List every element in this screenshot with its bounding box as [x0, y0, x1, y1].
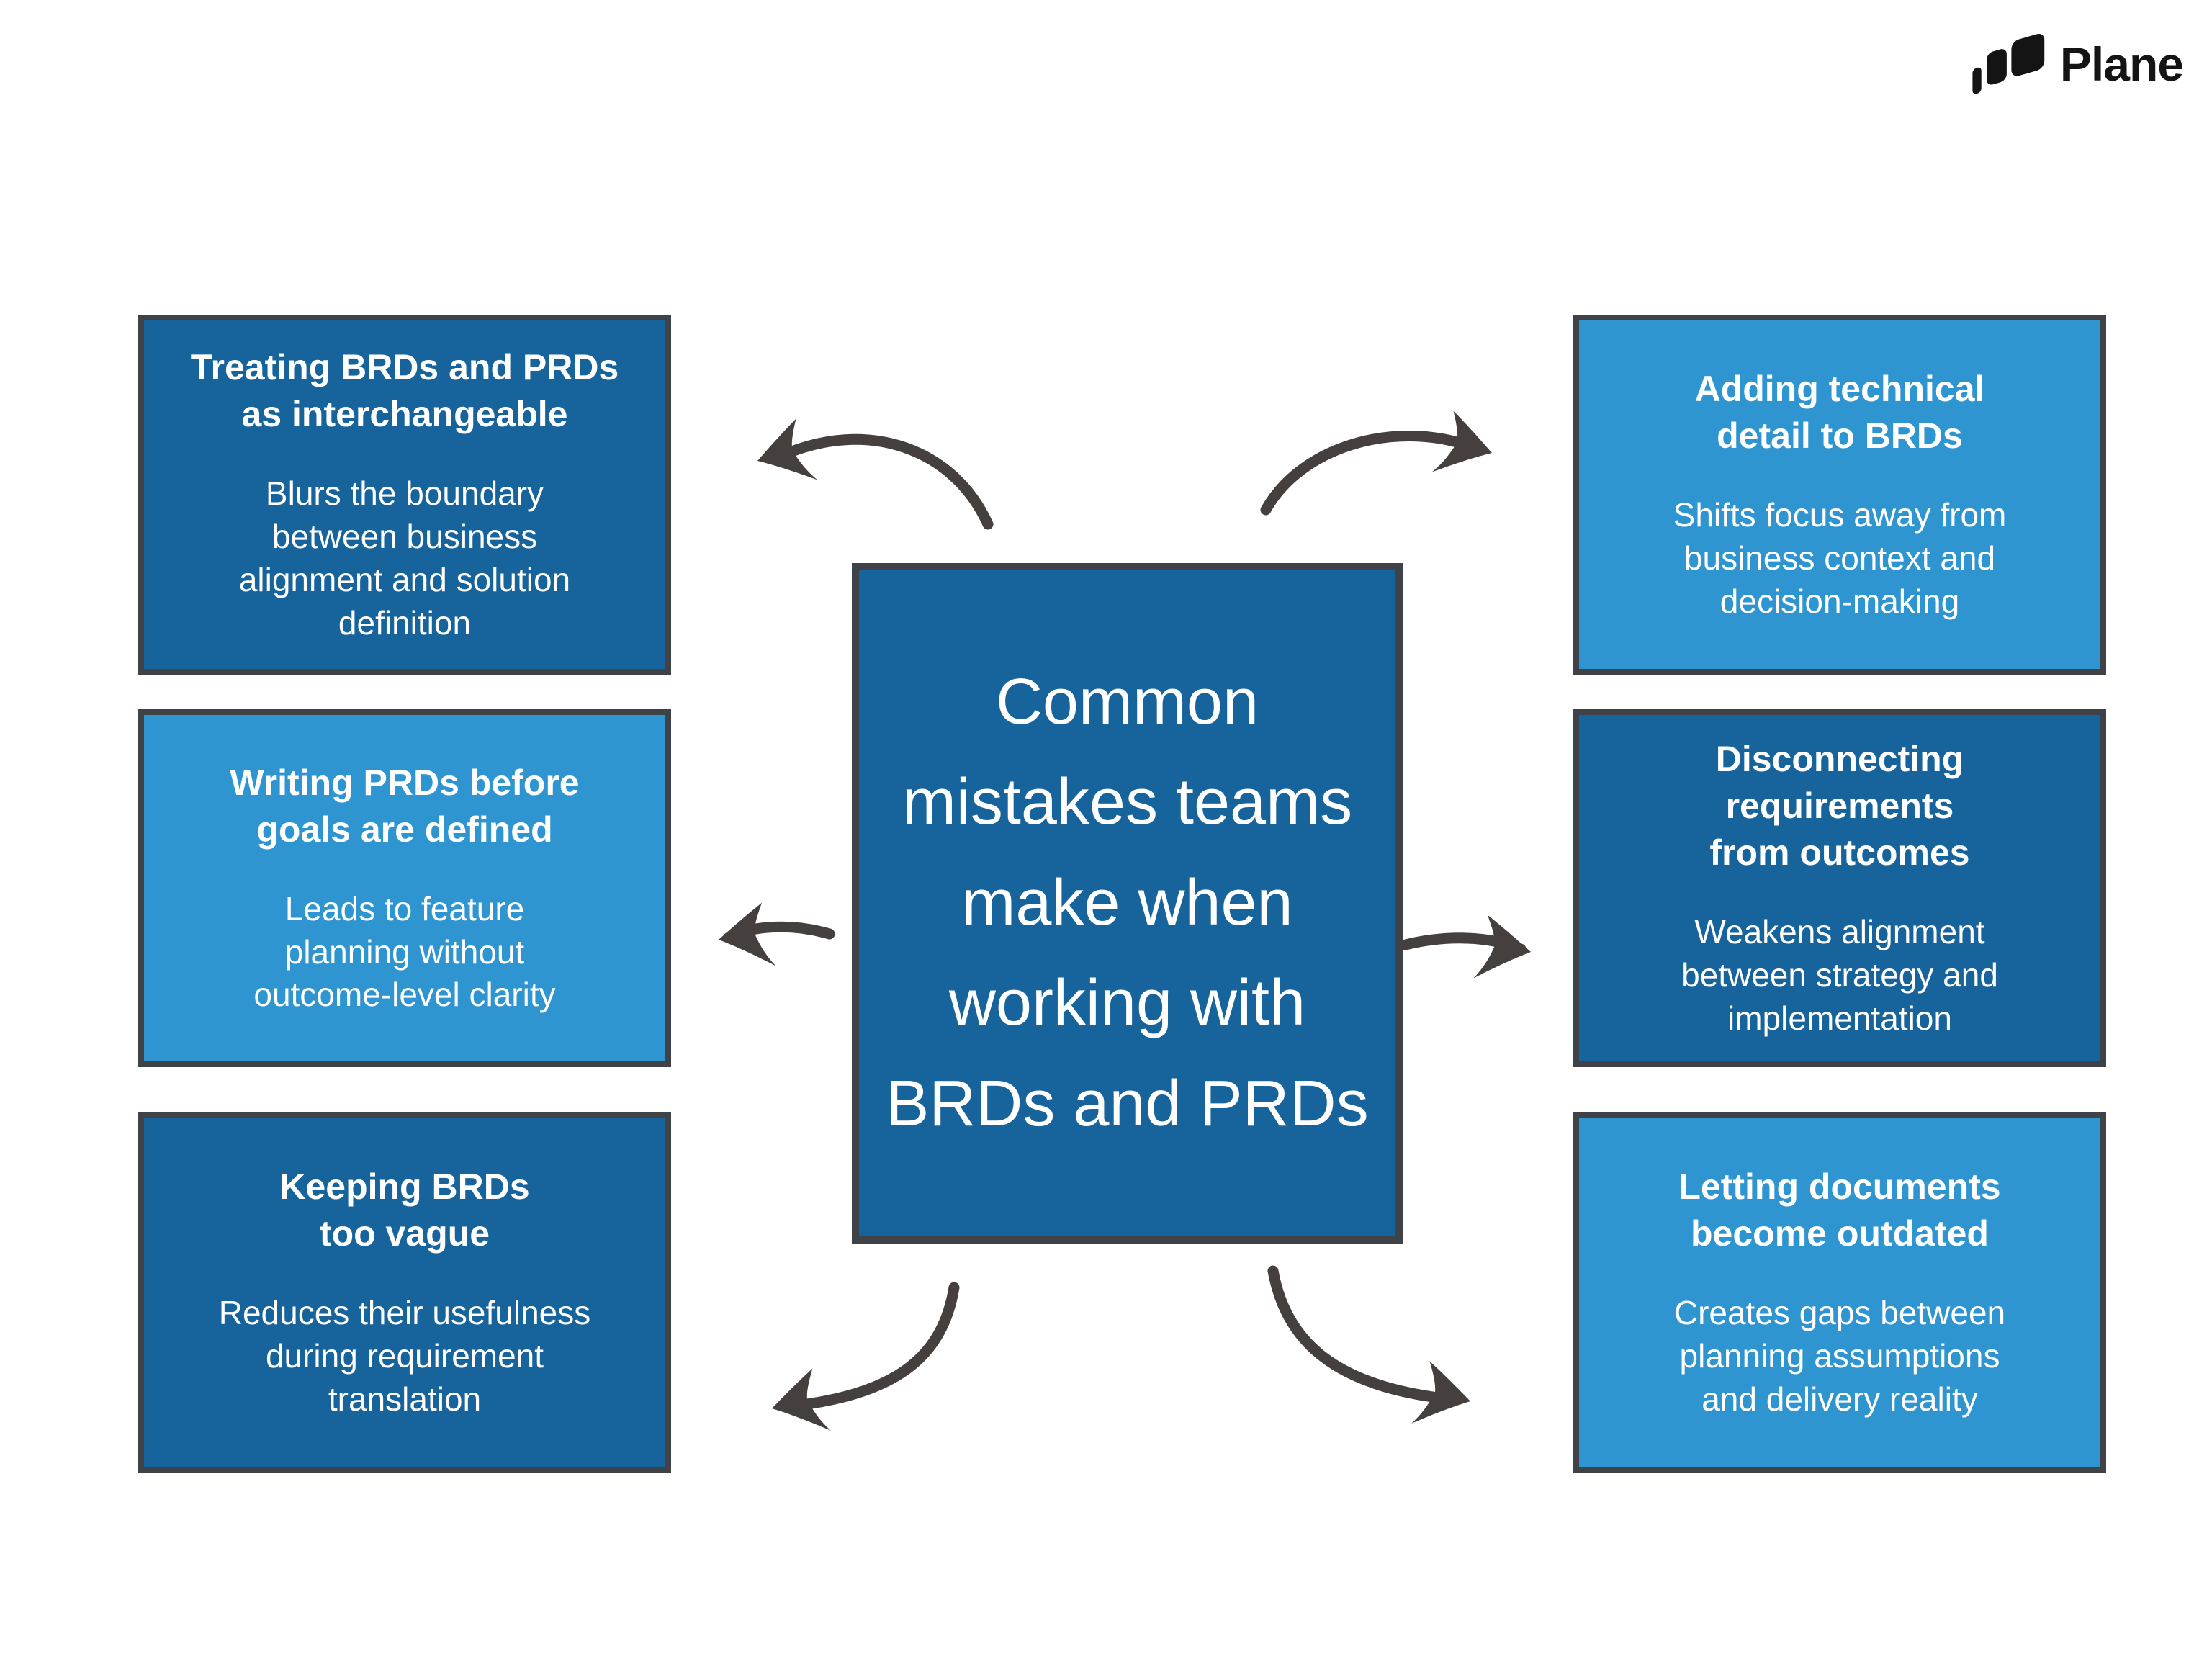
box-body: Shifts focus away from business context …	[1673, 496, 2007, 620]
mistake-box-adding-technical-detail-to-brds: Adding technical detail to BRDs Shifts f…	[1573, 315, 2106, 675]
curved-arrow-top-left-icon	[757, 418, 994, 530]
box-title: Adding technical detail to BRDs	[1694, 369, 1985, 457]
box-body: Reduces their usefulness during requirem…	[218, 1294, 591, 1418]
central-topic-title: Common mistakes teams make when working …	[886, 665, 1369, 1140]
plane-logo-wordmark: Plane	[2059, 37, 2184, 91]
box-title: Writing PRDs before goals are defined	[230, 762, 580, 850]
box-title: Keeping BRDs too vague	[279, 1166, 530, 1254]
mistake-box-disconnecting-requirements-from-outcomes: Disconnecting requirements from outcomes…	[1573, 709, 2106, 1067]
curved-arrow-bottom-right-icon	[1267, 1265, 1470, 1424]
box-body: Blurs the boundary between business alig…	[238, 475, 571, 642]
mistake-box-keeping-brds-too-vague: Keeping BRDs too vague Reduces their use…	[138, 1112, 671, 1473]
mistake-box-treating-brds-and-prds-as-interchangeable: Treating BRDs and PRDs as interchangeabl…	[138, 315, 671, 675]
box-title: Letting documents become outdated	[1678, 1166, 2001, 1254]
curved-arrow-middle-left-icon	[719, 902, 835, 966]
box-title: Treating BRDs and PRDs as interchangeabl…	[190, 347, 619, 435]
plane-logo-mark-icon	[1972, 33, 2045, 94]
curved-arrow-middle-right-icon	[1400, 914, 1531, 979]
mistake-box-letting-documents-become-outdated: Letting documents become outdated Create…	[1573, 1112, 2106, 1473]
central-topic-box: Common mistakes teams make when working …	[852, 563, 1403, 1244]
plane-logo: Plane	[1970, 32, 2184, 96]
mistake-box-writing-prds-before-goals-are-defined: Writing PRDs before goals are defined Le…	[138, 709, 671, 1067]
curved-arrow-top-right-icon	[1260, 410, 1492, 516]
curved-arrow-bottom-left-icon	[772, 1282, 960, 1431]
box-title: Disconnecting requirements from outcomes	[1709, 739, 1970, 873]
box-body: Leads to feature planning without outcom…	[253, 889, 556, 1014]
box-body: Weakens alignment between strategy and i…	[1681, 913, 1998, 1037]
box-body: Creates gaps between planning assumption…	[1673, 1294, 2006, 1418]
